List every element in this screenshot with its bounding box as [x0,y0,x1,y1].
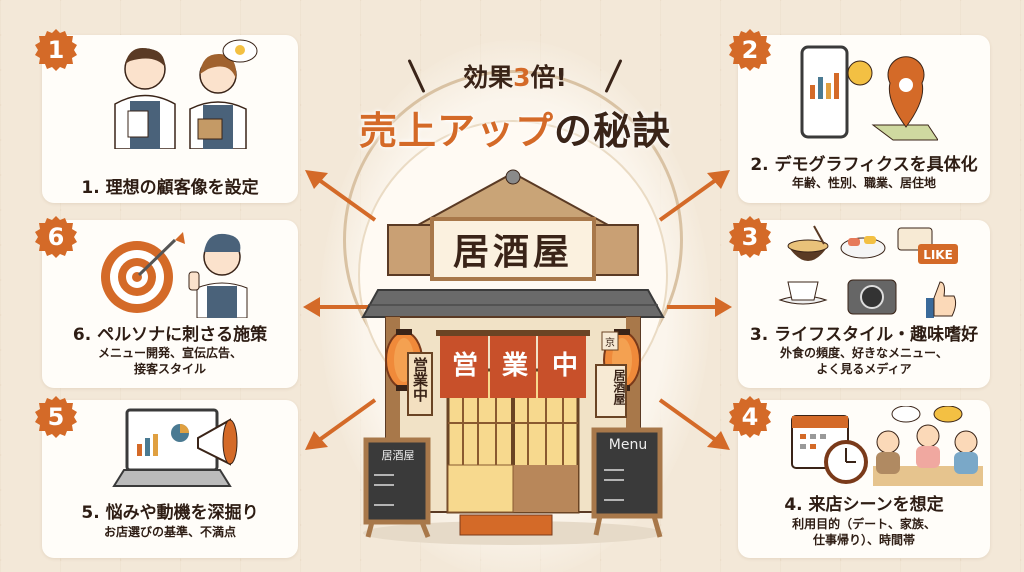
staff-with-notepads-icon [114,39,258,149]
tagline-suffix: 倍! [530,63,567,92]
scalloped-badge-icon [35,29,77,71]
badge-number: 3 [741,223,759,251]
card-title: 4. 来店シーンを想定 [784,495,944,515]
card-title: 3. ライフスタイル・趣味嗜好 [749,325,979,345]
card-title: 1. 理想の顧客像を設定 [81,178,259,198]
target-thumbs-up-icon [101,232,248,318]
step-badge-4: 4 [728,395,772,439]
badge-number: 1 [47,36,65,64]
arrow-to-card-2 [658,170,730,222]
card-subtitle: 接客スタイル [133,362,206,376]
calendar-clock-diners-icon [791,406,983,486]
card-title: 5. 悩みや動機を深掘り [81,503,259,523]
left-plaque: 営業中 [411,357,429,402]
badge-number: 2 [741,36,759,64]
badge-number: 4 [741,403,759,431]
scalloped-badge-icon [729,216,771,258]
like-label: LIKE [923,248,953,262]
card-step-2: 2. デモグラフィクスを具体化 年齢、性別、職業、居住地 [738,35,990,203]
phone-chart-map-pin-icon [800,45,938,141]
card-title: 6. ペルソナに刺さる施策 [72,325,268,345]
tagline-prefix: 効果 [463,63,514,92]
card-step-3: LIKE 3. ライフスタイル・趣味嗜好 外食の頻度、好きなメニュー、 よく見る… [738,220,990,388]
izakaya-storefront-icon [361,169,665,545]
card-subtitle: お店選びの基準、不満点 [103,525,236,539]
card-subtitle: よく見るメディア [816,362,912,376]
right-plaque: 居酒屋 [612,369,626,405]
page-title: 売上アップの秘訣 [345,100,685,155]
step-badge-1: 1 [34,28,78,72]
noren-curtain-text: 営 業 中 [440,345,590,382]
arrow-to-card-3 [667,297,732,317]
tagline-number: 3 [513,63,531,92]
step-badge-6: 6 [34,215,78,259]
menu-chalkboard-title: Menu [608,437,648,453]
noren-char: 営 [451,351,478,381]
arrow-to-card-1 [305,170,377,222]
badge-number: 5 [47,403,65,431]
step-badge-5: 5 [34,395,78,439]
food-camera-like-icon: LIKE [778,225,958,318]
noren-char: 中 [551,351,578,381]
scalloped-badge-icon [729,29,771,71]
arrow-to-card-4 [658,398,730,450]
card-subtitle: 年齢、性別、職業、居住地 [791,176,936,190]
title-brown-part: の秘訣 [554,109,672,153]
small-plaque: 京 [605,338,615,349]
arrow-to-card-5 [305,398,377,450]
card-subtitle: 外食の頻度、好きなメニュー、 [780,346,948,360]
card-step-6: 6. ペルソナに刺さる施策 メニュー開発、宣伝広告、 接客スタイル [42,220,298,388]
scalloped-badge-icon [729,396,771,438]
title-orange-part: 売上アップ [358,109,554,153]
headline-tagline: 効果3倍! [430,58,600,94]
card-title: 2. デモグラフィクスを具体化 [750,155,978,175]
card-subtitle: メニュー開発、宣伝広告、 [97,346,242,360]
step-badge-3: 3 [728,215,772,259]
shop-sign: 居酒屋 [430,217,596,281]
card-step-1: 1. 理想の顧客像を設定 [42,35,298,203]
card-subtitle: 利用目的（デート、家族、 [792,517,936,531]
card-subtitle: 仕事帰り）、時間帯 [812,533,915,547]
card-step-5: 5. 悩みや動機を深掘り お店選びの基準、不満点 [42,400,298,558]
badge-number: 6 [47,223,65,251]
step-badge-2: 2 [728,28,772,72]
scalloped-badge-icon [35,216,77,258]
noren-char: 業 [501,351,528,381]
scalloped-badge-icon [35,396,77,438]
card-step-4: 4. 来店シーンを想定 利用目的（デート、家族、 仕事帰り）、時間帯 [738,400,990,558]
left-chalkboard-title: 居酒屋 [381,449,415,462]
arrow-to-card-6 [303,297,368,317]
laptop-megaphone-icon [112,408,238,487]
izakaya-shop-illustration: 居酒屋 営 業 中 営業中 居酒屋 京 居酒屋 Menu [358,165,668,545]
